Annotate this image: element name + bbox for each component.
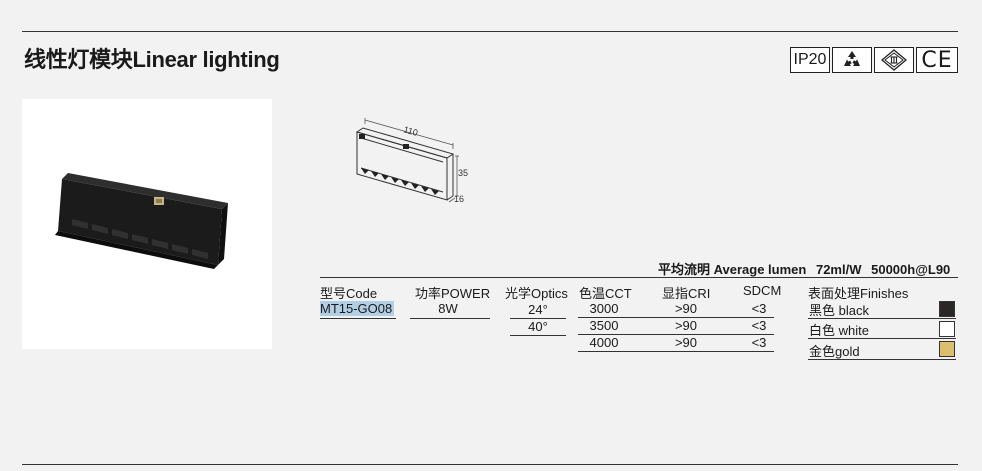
finish-rule-3: [808, 359, 956, 360]
average-lumen-label: 平均流明 Average lumen: [658, 262, 807, 277]
page-title: 线性灯模块Linear lighting: [24, 47, 280, 72]
bottom-rule: [22, 464, 958, 465]
height-dimension: 35: [458, 168, 468, 178]
spec-rule-1: [578, 317, 774, 318]
header-code: 型号Code: [320, 286, 378, 301]
header-power: 功率POWER: [415, 286, 491, 301]
recycle-icon: [832, 47, 872, 73]
spec-rule-3: [578, 351, 774, 352]
sdcm-row-2: <3: [751, 318, 767, 333]
header-finishes: 表面处理Finishes: [808, 286, 909, 301]
ce-badge: CE: [916, 47, 958, 73]
optics-40: 40°: [528, 319, 548, 334]
width-dimension: 16: [454, 194, 464, 204]
cct-row-3: 4000: [589, 335, 619, 350]
sdcm-row-1: <3: [751, 301, 767, 316]
power-value: 8W: [438, 301, 458, 316]
finish-white-swatch: [939, 321, 955, 337]
top-rule: [22, 31, 958, 32]
efficacy-value: 72ml/W: [815, 262, 862, 277]
finish-black-swatch: [939, 301, 955, 317]
header-optics: 光学Optics: [505, 286, 568, 301]
power-rule: [410, 318, 490, 319]
optics-rule-1: [510, 318, 566, 319]
cri-row-2: >90: [674, 318, 698, 333]
ip20-badge: IP20: [790, 47, 830, 73]
cri-row-1: >90: [674, 301, 698, 316]
cri-row-3: >90: [674, 335, 698, 350]
header-cct: 色温CCT: [579, 286, 632, 301]
optics-24: 24°: [528, 302, 548, 317]
cct-row-2: 3500: [589, 318, 619, 333]
length-dimension: 110: [402, 124, 419, 138]
finish-rule-2: [808, 338, 956, 339]
finish-gold-label: 金色gold: [809, 344, 860, 359]
header-cri: 显指CRI: [662, 286, 711, 301]
finish-white-label: 白色 white: [809, 323, 869, 338]
dimension-drawing: 110 35 16: [345, 112, 475, 212]
lumen-summary: 平均流明 Average lumen 72ml/W 50000h@L90: [658, 259, 956, 278]
lifetime-value: 50000h@L90: [871, 262, 951, 277]
ip-rating: IP20: [793, 51, 827, 68]
cct-row-1: 3000: [589, 301, 619, 316]
class-iii-icon: [874, 47, 914, 73]
product-photo: [22, 99, 272, 349]
model-code: MT15-GO08: [320, 301, 394, 316]
finish-rule-1: [808, 318, 956, 319]
spec-rule-2: [578, 334, 774, 335]
ce-mark: CE: [921, 47, 953, 73]
header-sdcm: SDCM: [743, 283, 782, 298]
code-rule: [320, 318, 396, 319]
finish-black-label: 黑色 black: [809, 303, 869, 318]
summary-rule: [320, 277, 958, 278]
sdcm-row-3: <3: [751, 335, 767, 350]
finish-gold-swatch: [939, 341, 955, 357]
optics-rule-2: [510, 335, 566, 336]
